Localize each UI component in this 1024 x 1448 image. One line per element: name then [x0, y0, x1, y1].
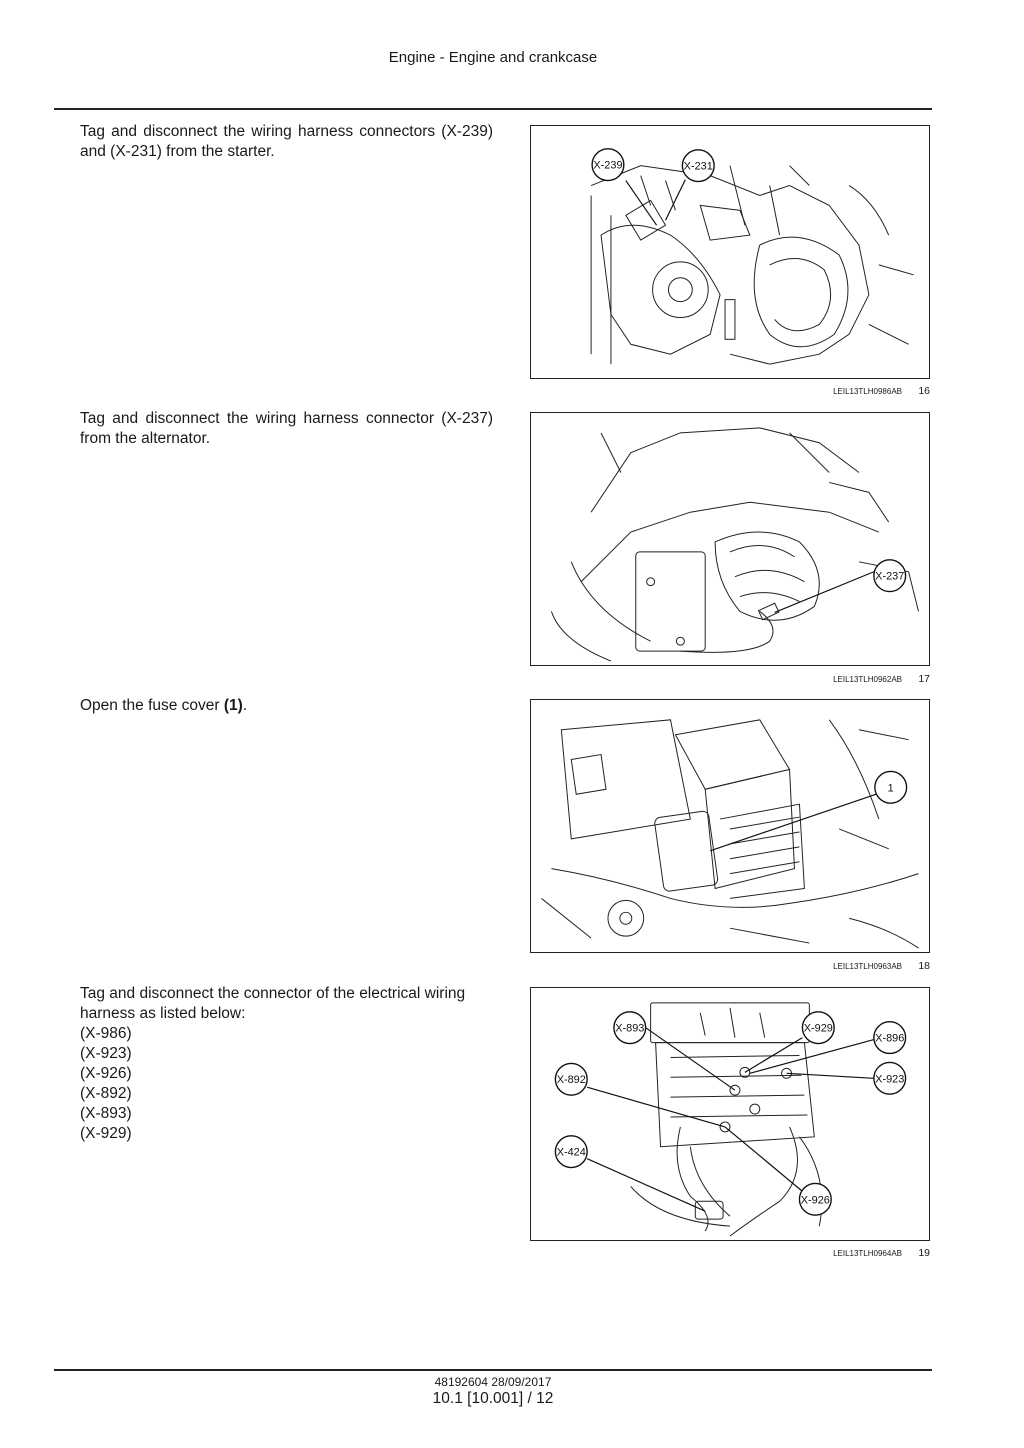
footer-page-ref: 10.1 [10.001] / 12 [432, 1390, 554, 1407]
figure-18-illustration: 1 [541, 719, 919, 949]
step-3-text: Open the fuse cover (1). [80, 696, 493, 716]
figure-19-illustration: X-893 X-929 X-896 X-892 X-923 X-424 [554, 1002, 907, 1237]
figure-code: LEIL13TLH0964AB [833, 1249, 902, 1258]
figure-code: LEIL13TLH0963AB [833, 962, 902, 971]
list-item: (X-926) [80, 1065, 132, 1082]
step-3-text-post: . [242, 697, 248, 714]
connector-list: (X-986) (X-923) (X-926) (X-892) (X-893) … [80, 1024, 493, 1144]
callout-x-923: X-923 [786, 1061, 907, 1095]
figure-17: X-237 [530, 412, 930, 666]
callout-x-237: X-237 [774, 559, 907, 613]
step-2-text: Tag and disconnect the wiring harness co… [80, 410, 493, 447]
callout-1: 1 [709, 770, 908, 852]
callout-x-231: X-231 [664, 149, 715, 221]
list-item: (X-923) [80, 1045, 132, 1062]
callout-x-424-label: X-424 [557, 1147, 586, 1159]
footer-doc-ref: 48192604 28/09/2017 [434, 1375, 552, 1389]
list-item: (X-929) [80, 1125, 132, 1142]
list-item: (X-892) [80, 1085, 132, 1102]
callout-x-893-label: X-893 [615, 1023, 644, 1035]
figure-17-illustration: X-237 [550, 427, 919, 662]
callout-x-892: X-892 [554, 1062, 726, 1128]
callout-1-label: 1 [888, 782, 894, 794]
list-item: (X-986) [80, 1025, 132, 1042]
callout-x-929: X-929 [744, 1011, 835, 1073]
figure-19: X-893 X-929 X-896 X-892 X-923 X-424 [530, 987, 930, 1241]
callout-x-239-label: X-239 [593, 160, 622, 172]
figure-16-illustration: X-239 X-231 [590, 148, 914, 365]
step-4-text: Tag and disconnect the connector of the … [80, 984, 493, 1144]
callout-x-896: X-896 [749, 1021, 907, 1074]
figure-number: 16 [918, 385, 930, 397]
figure-16: X-239 X-231 [530, 125, 930, 379]
callout-x-892-label: X-892 [557, 1074, 586, 1086]
callout-x-923-label: X-923 [875, 1073, 904, 1085]
figure-number: 18 [918, 960, 930, 972]
callout-x-896-label: X-896 [875, 1033, 904, 1045]
figure-code: LEIL13TLH0986AB [833, 387, 902, 396]
figure-code: LEIL13TLH0962AB [833, 675, 902, 684]
figure-number: 19 [918, 1247, 930, 1259]
step-3-text-bold: (1) [223, 697, 243, 714]
callout-x-237-label: X-237 [875, 571, 904, 583]
list-item: (X-893) [80, 1105, 132, 1122]
step-1-text: Tag and disconnect the wiring harness co… [80, 123, 493, 160]
callout-x-231-label: X-231 [684, 161, 713, 173]
figure-18: 1 [530, 699, 930, 953]
callout-x-929-label: X-929 [804, 1023, 833, 1035]
step-4-intro: Tag and disconnect the connector of the … [80, 985, 466, 1022]
callout-x-926: X-926 [724, 1126, 832, 1216]
callout-x-239: X-239 [591, 148, 658, 226]
header-title: Engine - Engine and crankcase [388, 49, 598, 66]
callout-x-424: X-424 [554, 1135, 706, 1212]
callout-x-893: X-893 [613, 1011, 736, 1091]
figure-number: 17 [918, 673, 930, 685]
footer-rule [54, 1369, 932, 1371]
header-rule [54, 108, 932, 110]
callout-x-926-label: X-926 [801, 1194, 830, 1206]
step-3-text-pre: Open the fuse cover [80, 697, 224, 714]
